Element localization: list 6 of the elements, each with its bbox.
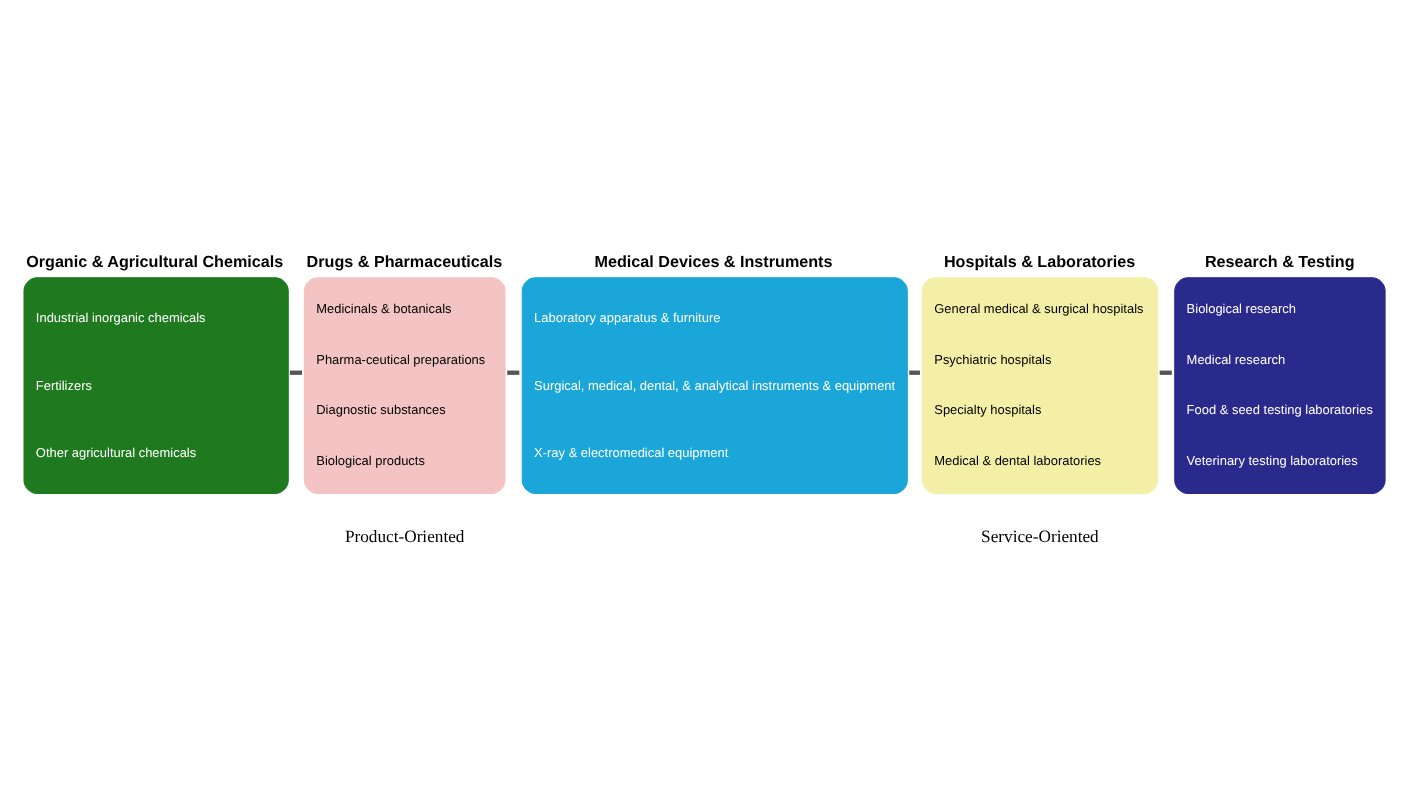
connector xyxy=(507,370,520,375)
connector xyxy=(1159,370,1172,375)
label: Product-Oriented xyxy=(344,526,465,547)
connector xyxy=(909,370,920,375)
connector xyxy=(289,370,302,375)
label: Service-Oriented xyxy=(981,526,1099,547)
